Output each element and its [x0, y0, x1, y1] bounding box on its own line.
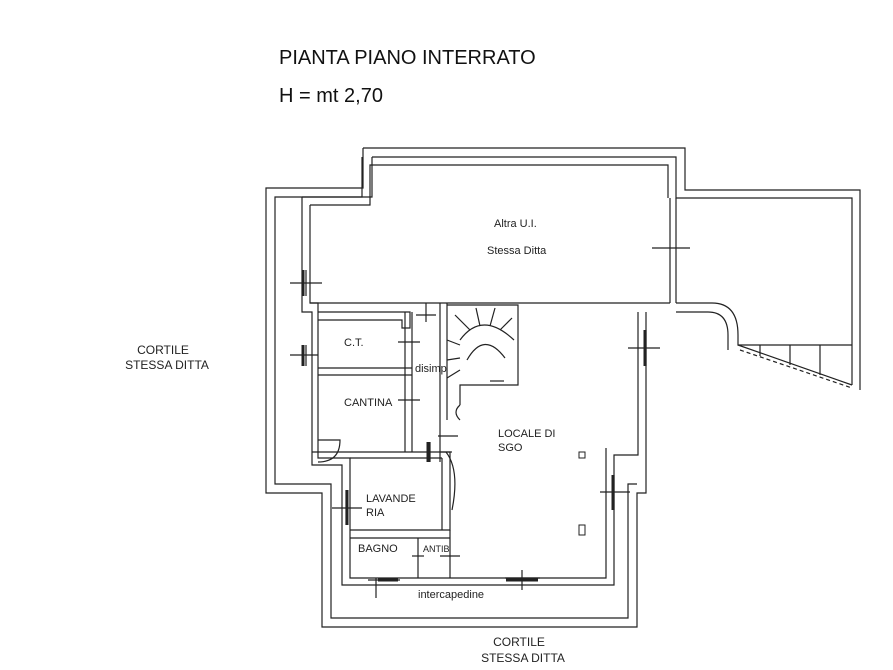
label-cortile-south: CORTILE: [493, 635, 545, 649]
outer-west-wall: [266, 148, 646, 627]
inner-wall-top-2: [302, 157, 362, 197]
room-label-lavanderia: LAVANDE: [366, 493, 416, 505]
room-label-antib: ANTIB: [423, 544, 450, 554]
label-cortile-west-2: STESSA DITTA: [125, 358, 209, 372]
room-label-lavanderia-2: RIA: [366, 507, 385, 519]
wall-ct: [318, 312, 410, 328]
plan-title: PIANTA PIANO INTERRATO: [279, 47, 536, 69]
inner-wall-top: [310, 165, 668, 205]
fixture-marker-2: [579, 525, 585, 535]
stair-outline: [447, 305, 518, 405]
door-cantina: [318, 440, 340, 462]
door-locale: [446, 452, 455, 510]
label-cortile-south-2: STESSA DITTA: [481, 651, 565, 665]
room-label-stessa-ditta: Stessa Ditta: [487, 245, 547, 257]
fixture-marker: [579, 452, 585, 458]
room-label-locale-2: SGO: [498, 442, 523, 454]
room-label-cantina: CANTINA: [344, 397, 393, 409]
inner-wall: [302, 197, 638, 585]
ramp-wall-inner: [676, 312, 728, 350]
room-label-altra-ui: Altra U.I.: [494, 218, 537, 230]
ramp-edge: [738, 345, 852, 385]
inner-wall-2: [310, 205, 606, 578]
ceiling-height: H = mt 2,70: [279, 85, 383, 107]
room-label-bagno: BAGNO: [358, 543, 398, 555]
label-intercapedine: intercapedine: [418, 589, 485, 601]
room-label-locale: LOCALE DI: [498, 428, 556, 440]
stair-curve: [460, 325, 514, 340]
wall-lavanderia: [350, 452, 450, 530]
outer-wall: [363, 148, 860, 390]
room-label-disimp: disimp: [415, 363, 447, 375]
ramp-dashed: [740, 350, 852, 388]
room-label-ct: C.T.: [344, 337, 364, 349]
outer-west-wall-inner: [275, 157, 637, 618]
ramp-wall: [676, 303, 852, 345]
label-cortile-west: CORTILE: [137, 343, 189, 357]
outer-wall-inner: [372, 157, 852, 385]
